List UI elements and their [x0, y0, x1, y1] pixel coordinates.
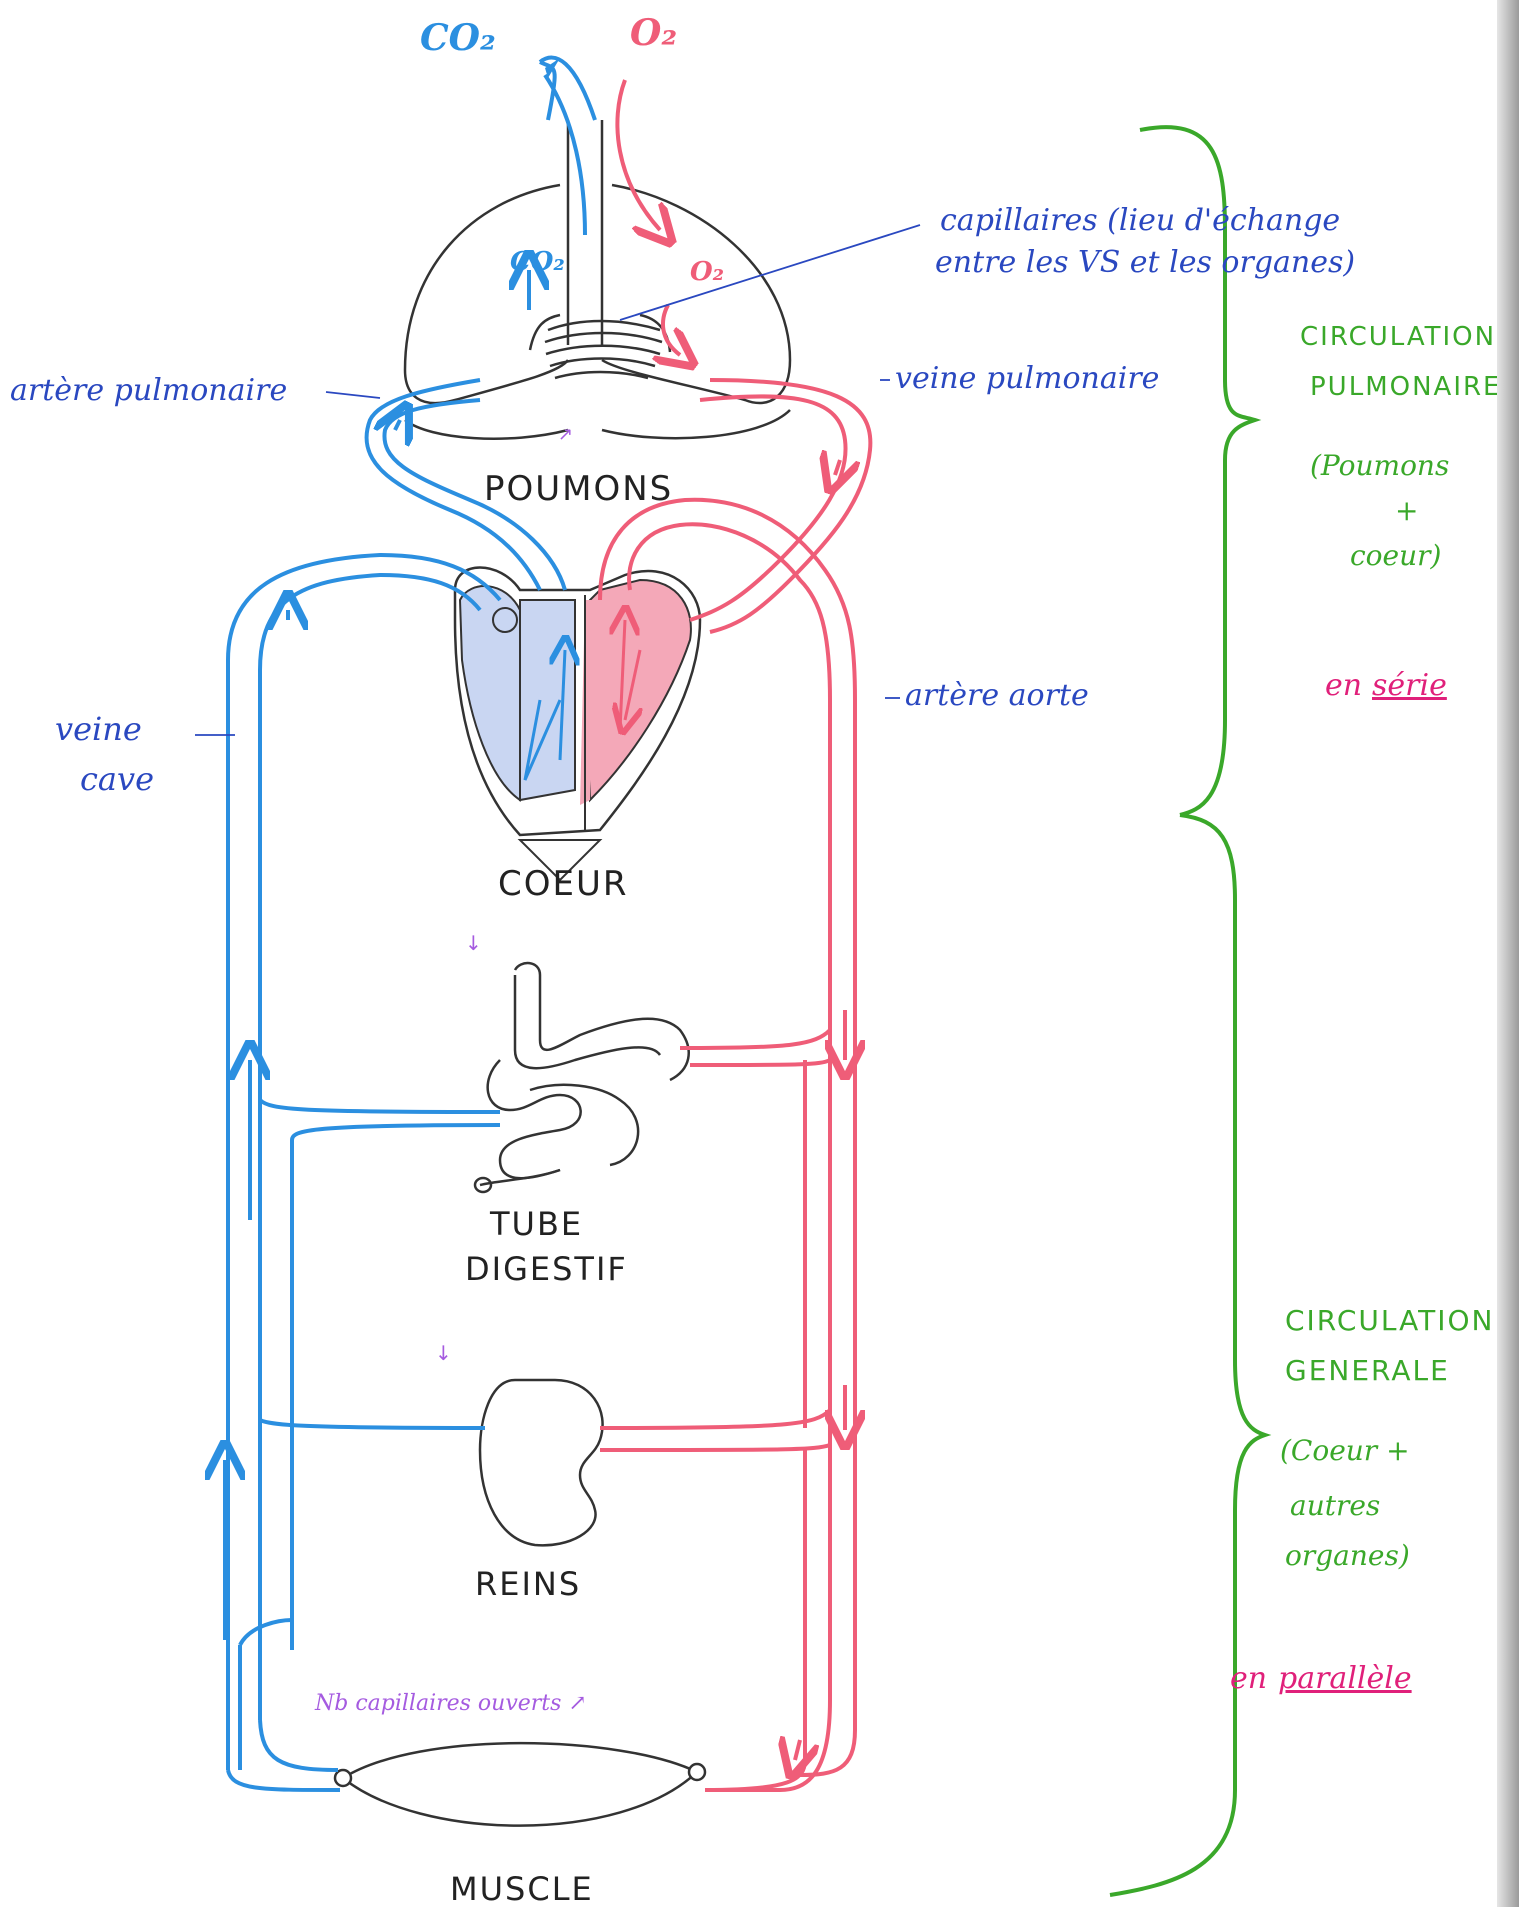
- purple-arrow-digestive: ↓: [435, 1341, 452, 1365]
- pulmonary-sub-line1: (Poumons: [1310, 449, 1449, 482]
- pulmonary-circulation-line1: CIRCULATION: [1300, 322, 1496, 352]
- lungs-drawing: [405, 120, 790, 439]
- digestive-label-line1: TUBE: [489, 1205, 583, 1243]
- purple-arrow-lung: ↗: [558, 424, 573, 445]
- co2-top-label: CO₂: [420, 17, 496, 59]
- general-sub-line1: (Coeur +: [1280, 1434, 1410, 1467]
- pulmonary-sub-line2: +: [1395, 494, 1418, 527]
- vena-cava-label-line1: veine: [55, 710, 142, 748]
- general-circulation-line2: GENERALE: [1285, 1354, 1450, 1387]
- o2-lung-label: O₂: [690, 257, 724, 287]
- muscle-label: MUSCLE: [450, 1870, 594, 1907]
- general-mode: parallèle: [1278, 1661, 1412, 1696]
- digestive-label-line2: DIGESTIF: [465, 1250, 628, 1288]
- general-mode-prefix: en: [1230, 1661, 1267, 1696]
- heart-label: COEUR: [498, 864, 629, 904]
- capillaries-label-line1: capillaires (lieu d'échange: [940, 203, 1340, 238]
- pulmonary-circulation-line2: PULMONAIRE: [1310, 372, 1502, 402]
- pulmonary-sub-line3: coeur): [1350, 539, 1441, 572]
- lungs-label: POUMONS: [484, 469, 673, 509]
- muscle-drawing: [335, 1743, 705, 1826]
- general-sub-line2: autres: [1290, 1489, 1380, 1522]
- kidneys-label: REINS: [475, 1565, 581, 1603]
- general-brace: [1110, 815, 1265, 1895]
- pulmonary-artery-label: artère pulmonaire: [10, 373, 287, 408]
- open-capillaries-note: Nb capillaires ouverts ↗: [314, 1691, 587, 1716]
- vena-cava-label-line2: cave: [80, 760, 154, 798]
- heart-drawing: [455, 568, 700, 881]
- pulmonary-mode: série: [1372, 668, 1447, 703]
- digestive-tube-drawing: [475, 963, 689, 1192]
- capillaries-label-line2: entre les VS et les organes): [935, 245, 1355, 280]
- pulmonary-vein-label: veine pulmonaire: [895, 361, 1159, 396]
- page-edge: [1497, 0, 1519, 1907]
- general-circulation-line1: CIRCULATION: [1285, 1304, 1494, 1337]
- co2-lung-label: CO₂: [510, 247, 565, 277]
- pulmonary-mode-prefix: en: [1325, 668, 1362, 703]
- o2-entry-tube: [617, 80, 660, 230]
- aorta-label: artère aorte: [905, 678, 1089, 713]
- o2-top-label: O₂: [630, 12, 677, 54]
- purple-arrow-heart: ↓: [465, 931, 482, 955]
- general-sub-line3: organes): [1285, 1539, 1410, 1572]
- kidney-drawing: [480, 1380, 603, 1545]
